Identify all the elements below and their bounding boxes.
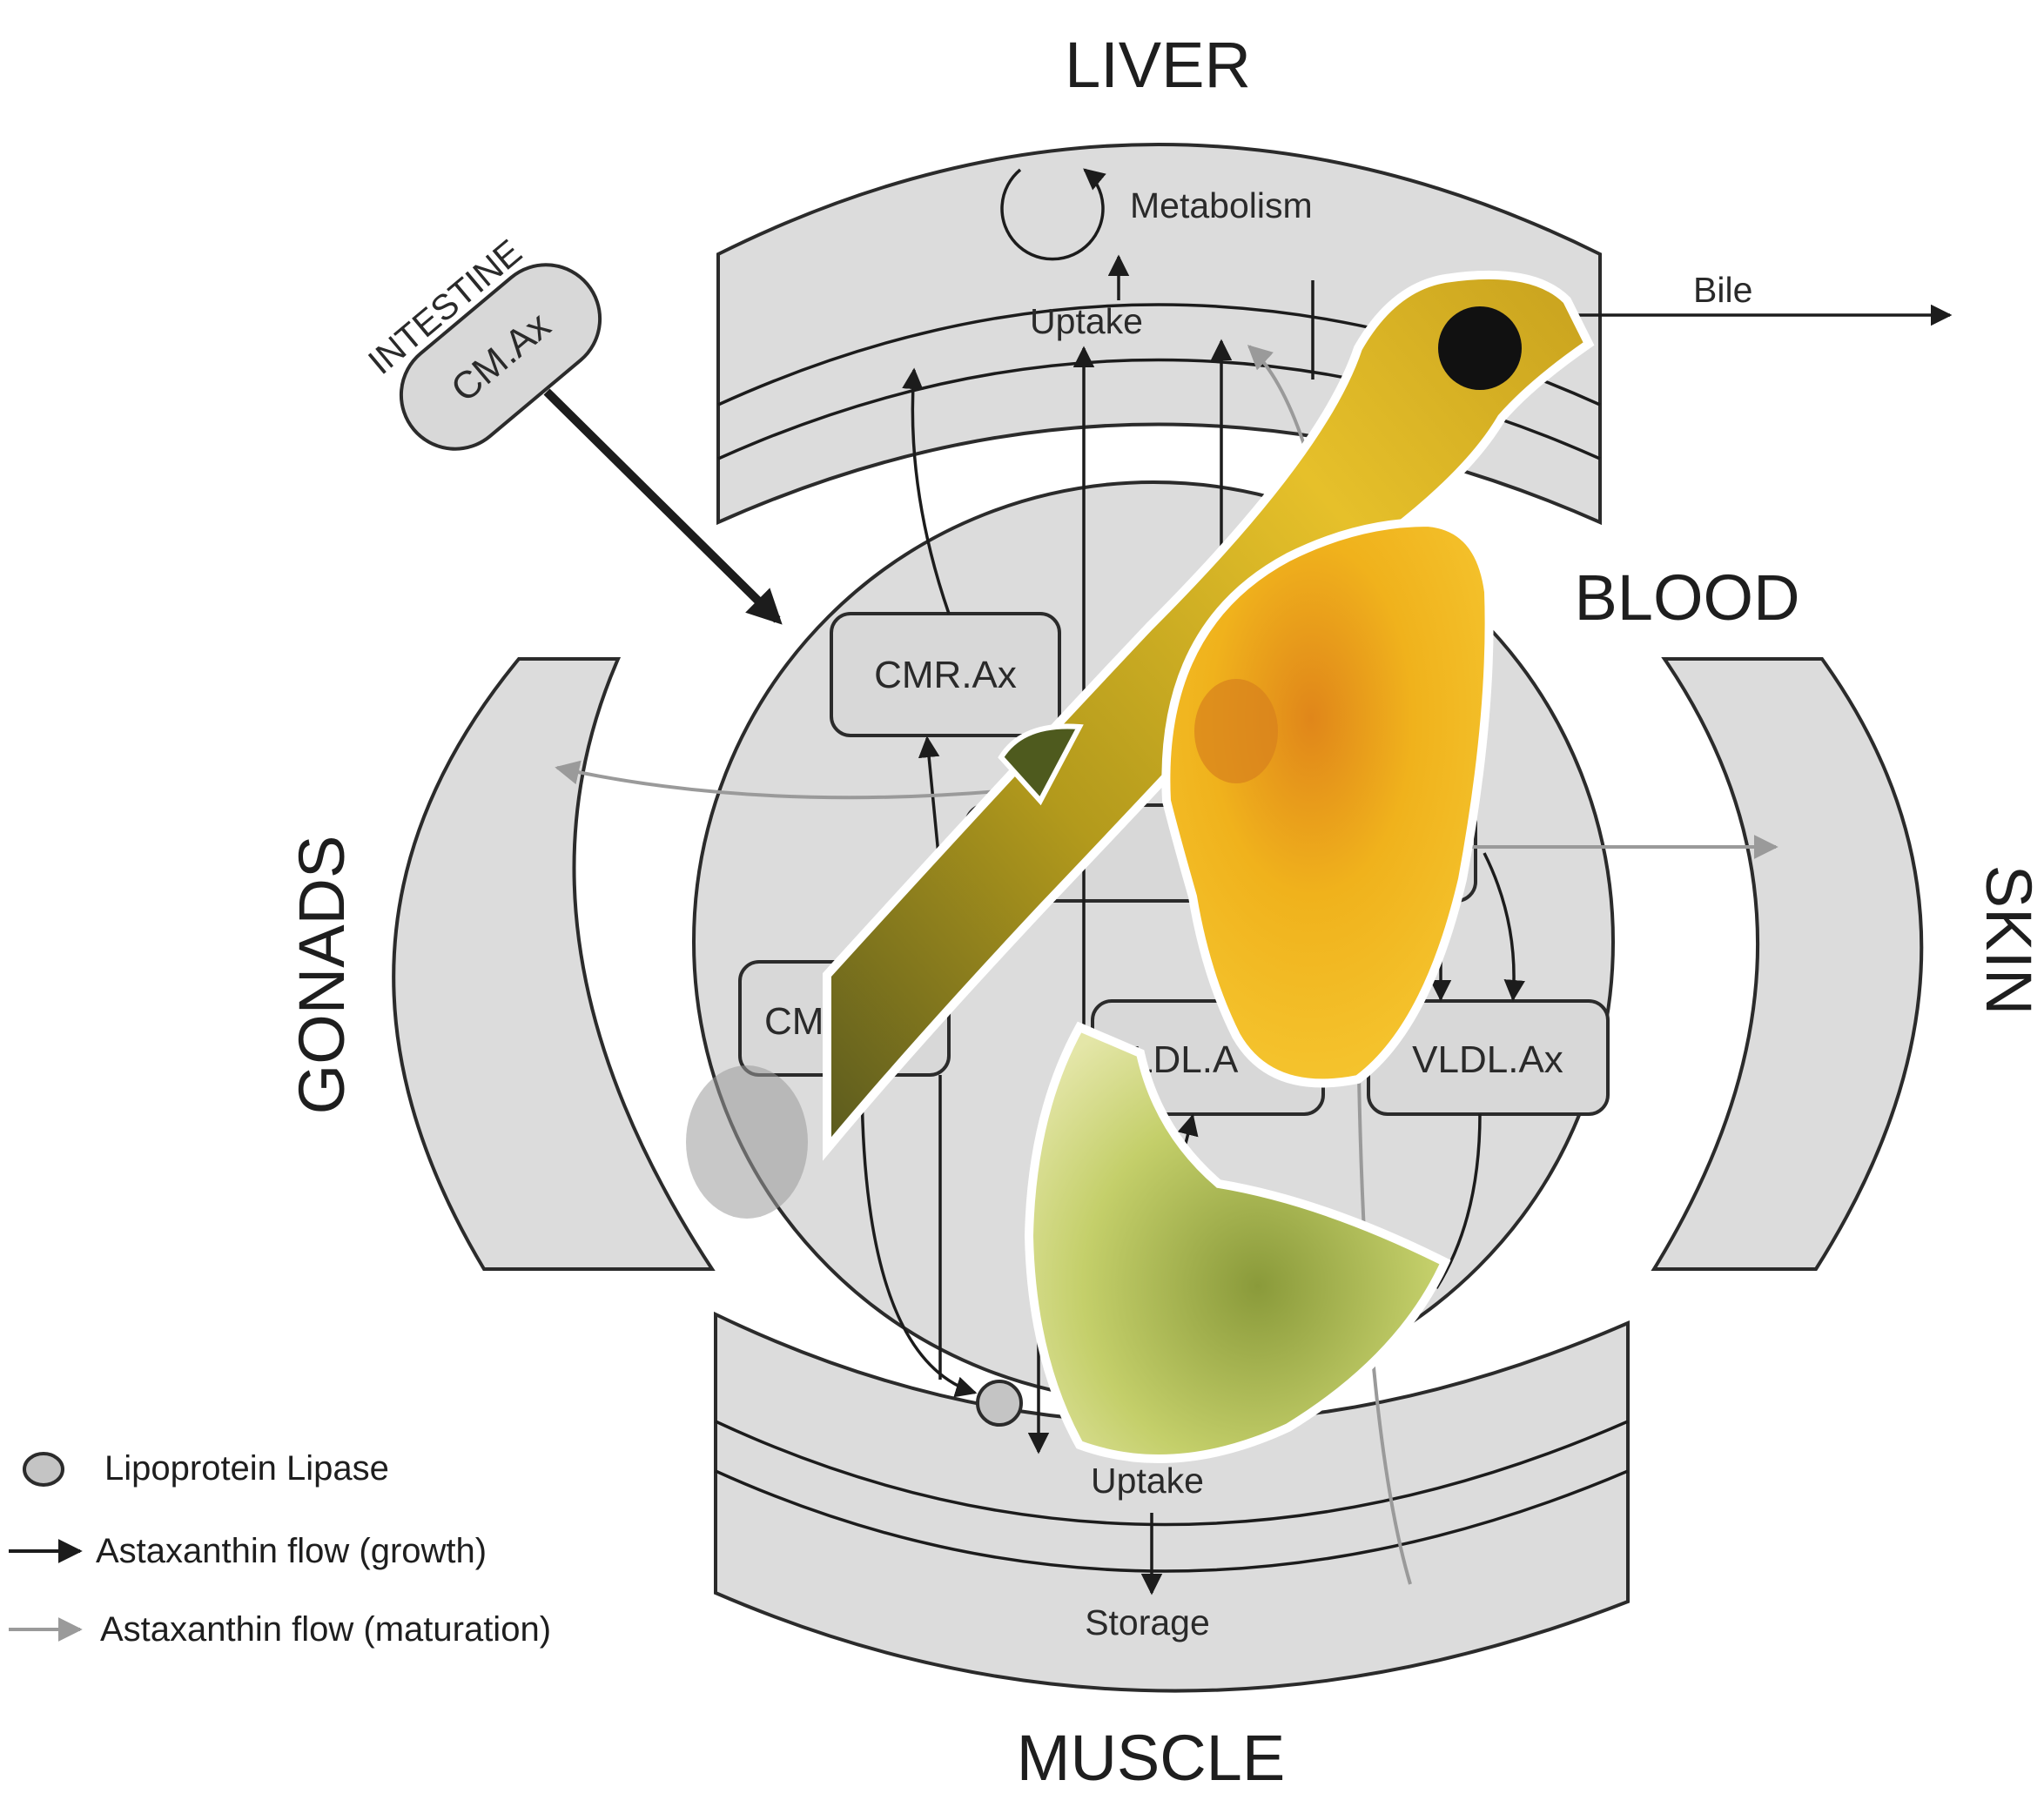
skin-label: SKIN <box>1973 865 2044 1016</box>
vldl-ax-label: VLDL.Ax <box>1412 1038 1563 1081</box>
fish-larva-image <box>686 270 1595 1463</box>
muscle-label: MUSCLE <box>1017 1722 1285 1794</box>
liver-to-vldl-arrow-2 <box>1483 852 1525 1002</box>
cm-to-lipase-arrow-1 <box>860 1074 978 1398</box>
cmr-ax-label: CMR.Ax <box>874 654 1017 696</box>
fish-tail-blur <box>686 1065 808 1219</box>
legend-lipase-label: Lipoprotein Lipase <box>104 1449 389 1488</box>
intestine-to-blood-arrow <box>543 388 783 625</box>
cm-partial-label: CM <box>764 1000 824 1043</box>
gonads-label: GONADS <box>286 836 358 1115</box>
gonads-band <box>392 657 716 1271</box>
liver-label: LIVER <box>1065 29 1251 101</box>
storage-label: Storage <box>1085 1602 1210 1642</box>
legend-lipase-icon <box>23 1452 64 1487</box>
muscle-band-inner-line-upper <box>715 1420 1629 1527</box>
fish-eye <box>1438 306 1522 390</box>
lipoprotein-lipase-marker <box>976 1380 1023 1427</box>
muscle-band-inner-line-lower <box>715 1469 1629 1573</box>
legend: Lipoprotein Lipase Astaxanthin flow (gro… <box>9 1449 551 1649</box>
cmr-ax-node: CMR.Ax <box>830 612 1061 737</box>
vldl-down-arrow <box>1435 1113 1482 1289</box>
vldl-ax-node: VLDL.Ax <box>1367 999 1610 1116</box>
intestine-cm-ax-node: CM.Ax <box>399 263 602 451</box>
blood-to-gonads-arrow <box>555 760 1028 800</box>
muscle-uptake-label: Uptake <box>1091 1461 1204 1501</box>
fish-dorsal-fin <box>998 723 1084 806</box>
legend-maturation-label: Astaxanthin flow (maturation) <box>100 1610 551 1649</box>
bile-label: Bile <box>1693 270 1752 310</box>
metabolism-label: Metabolism <box>1130 185 1313 225</box>
cmr-to-liver-arrow <box>902 367 951 615</box>
liver-uptake-label: Uptake <box>1030 301 1143 341</box>
blood-label: BLOOD <box>1574 561 1799 634</box>
eggshell-fragment <box>1024 1021 1451 1463</box>
legend-growth-label: Astaxanthin flow (growth) <box>96 1532 487 1570</box>
fish-oil-droplet <box>1194 679 1278 783</box>
fish-yolk-sac <box>1161 517 1494 1088</box>
metabolism-cycle-icon <box>1000 168 1106 261</box>
skin-band <box>1651 657 1924 1271</box>
